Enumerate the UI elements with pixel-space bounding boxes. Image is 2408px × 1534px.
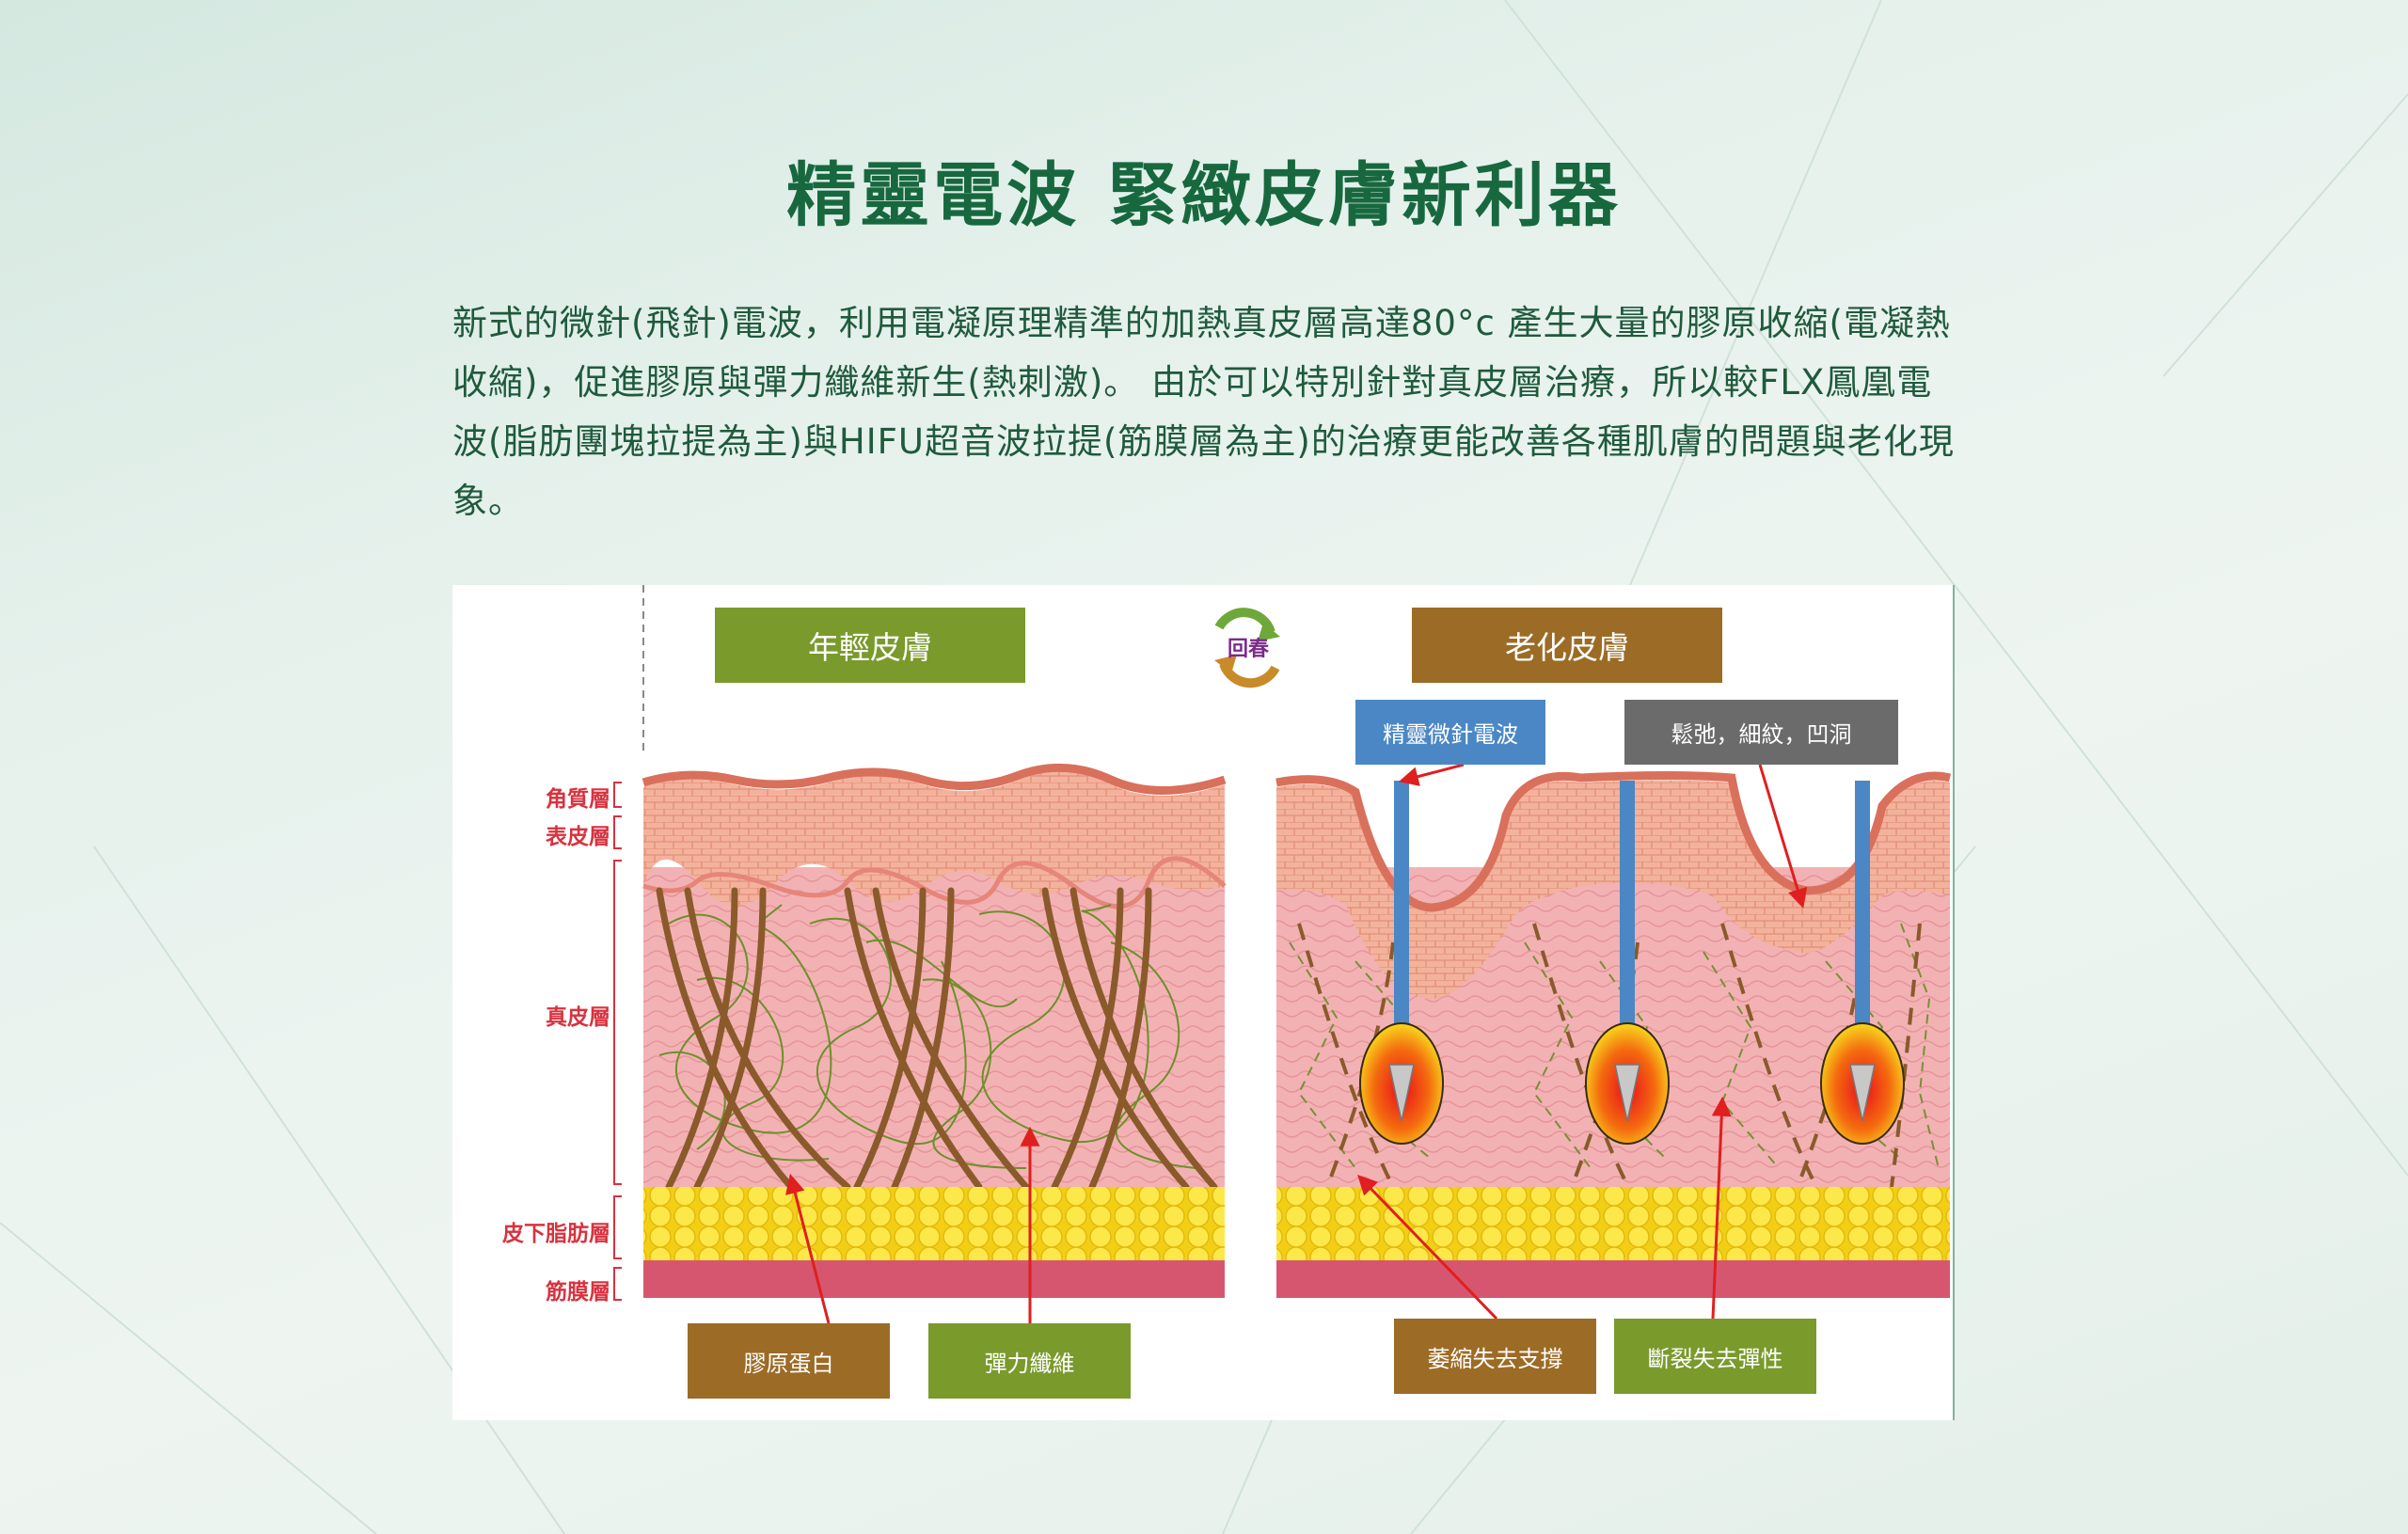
page-title: 精靈電波 緊緻皮膚新利器	[786, 155, 1622, 236]
layer-label-epidermis: 表皮層	[546, 825, 610, 849]
microneedle-group	[1359, 781, 1905, 1145]
microneedle-rf-label: 精靈微針電波	[1355, 700, 1545, 765]
young-skin-section	[642, 763, 1227, 1298]
skin-illustration	[613, 585, 1955, 1420]
aged-skin-header: 老化皮膚	[1412, 608, 1722, 683]
description-text: 新式的微針(飛針)電波，利用電凝原理精準的加熱真皮層高達80°c 產生大量的膠原…	[452, 303, 1955, 521]
elastic-fiber-label: 彈力纖維	[928, 1323, 1131, 1399]
aged-skin-section	[1275, 771, 1952, 1298]
sagging-wrinkles-label: 鬆弛，細紋，凹洞	[1624, 700, 1898, 765]
skin-comparison-diagram: 年輕皮膚 老化皮膚 回春 精靈微針電波 鬆弛，細紋，凹洞 角質層 表皮層 真皮層…	[452, 585, 1955, 1420]
cycle-arrows-icon	[1214, 608, 1280, 688]
young-skin-header: 年輕皮膚	[715, 608, 1025, 683]
layer-label-stratum-corneum: 角質層	[546, 787, 610, 812]
broken-elasticity-label: 斷裂失去彈性	[1614, 1319, 1816, 1394]
layer-label-dermis: 真皮層	[546, 1005, 610, 1030]
rejuvenate-label: 回春	[1227, 638, 1269, 661]
collagen-label: 膠原蛋白	[688, 1323, 890, 1399]
layer-label-subcutaneous-fat: 皮下脂肪層	[502, 1222, 610, 1246]
layer-label-fascia: 筋膜層	[546, 1280, 610, 1305]
atrophy-label: 萎縮失去支撐	[1394, 1319, 1596, 1394]
